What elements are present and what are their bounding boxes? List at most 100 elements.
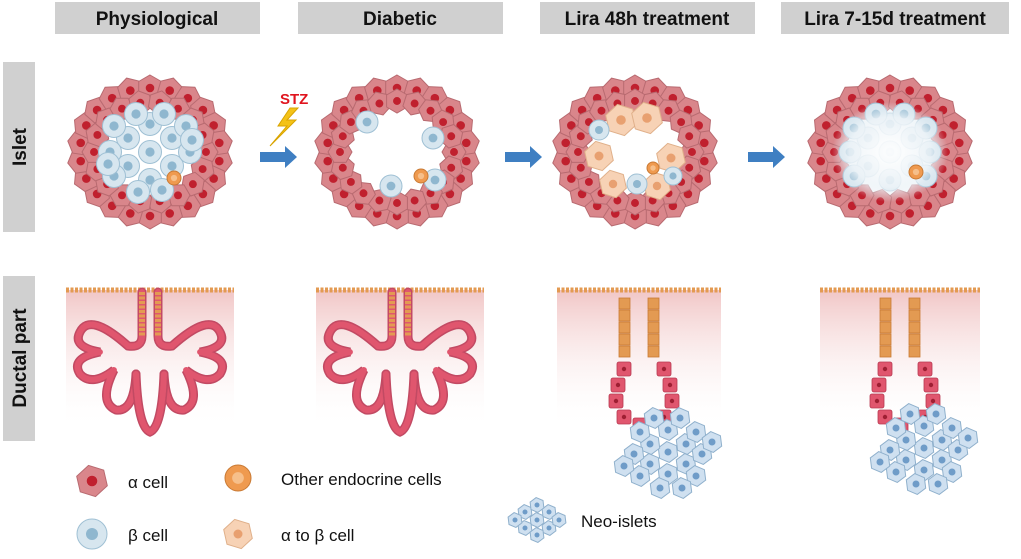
alpha-cell-nucleus [954, 156, 964, 166]
tissue-background [820, 290, 980, 430]
alpha-cell-nucleus [905, 86, 915, 95]
alpha-cell-nucleus [125, 86, 135, 95]
alpha-cell-nucleus [949, 174, 958, 183]
neo-islet-nucleus [902, 436, 910, 444]
duct-stem-cell [879, 309, 892, 322]
alpha-cell-nucleus [816, 138, 826, 148]
duct-stem-cell [879, 297, 892, 310]
duct-stem-cell [618, 309, 631, 322]
neo-islet-nucleus [620, 462, 628, 470]
legend-item-neo-islets: Neo-islets [507, 497, 657, 543]
alpha-cell-nucleus [410, 196, 419, 205]
duct-stem-cell [908, 345, 921, 358]
alpha-cell-nucleus [865, 209, 875, 218]
duct-stem-cell [647, 345, 660, 358]
neo-islet-nucleus [902, 456, 910, 464]
neo-islet-nucleus [932, 410, 940, 418]
beta-cell [421, 126, 445, 150]
budding-cell-nucleus [922, 366, 928, 372]
transition-cell-nucleus [616, 115, 626, 125]
budding-cell-nucleus [621, 366, 627, 372]
alpha-cell-nucleus [375, 99, 384, 108]
duct-stem-cell [879, 345, 892, 358]
islet-lira-7-15d [807, 74, 973, 230]
branched-duct-cells [74, 289, 145, 414]
alpha-cell-nucleus [822, 121, 831, 130]
legend-item-alpha-to-beta: α to β cell [223, 518, 354, 550]
row-label-text: Islet [10, 127, 31, 166]
other-cell-nucleus [417, 172, 425, 180]
alpha-cell-nucleus [576, 163, 585, 172]
neo-islet-cluster [869, 403, 979, 495]
other-cell-nucleus [232, 472, 244, 484]
alpha-cell-nucleus [145, 211, 155, 221]
branched-duct-cells [133, 371, 167, 436]
duct-stem-cell [647, 333, 660, 346]
row-label-ductal: Ductal part [3, 276, 35, 441]
neo-islet-nucleus [664, 448, 672, 456]
budding-cell-nucleus [930, 398, 936, 404]
branched-duct-cells [155, 289, 226, 414]
alpha-cell-nucleus [439, 118, 448, 126]
neo-islet-nucleus [948, 424, 956, 432]
alpha-cell-nucleus [209, 121, 218, 130]
alpha-cell-nucleus [816, 156, 826, 166]
beta-cell-nucleus [167, 161, 177, 171]
alpha-to-beta-cell [631, 101, 663, 135]
budding-cell-nucleus [615, 382, 621, 388]
beta-cell-nucleus [595, 126, 603, 134]
neo-islet-nucleus [650, 414, 658, 422]
neo-islet-nucleus [934, 480, 942, 488]
alpha-cell-nucleus [561, 138, 571, 148]
legend-item-beta-cell: β cell [76, 518, 168, 550]
alpha-cell-nucleus [685, 132, 694, 141]
alpha-cell-nucleus [86, 475, 98, 487]
alpha-cell-nucleus [90, 148, 98, 156]
alpha-cell-nucleus [188, 180, 197, 189]
neo-islet-nucleus [692, 428, 700, 436]
alpha-cell-nucleus [685, 163, 694, 172]
budding-cell-nucleus [667, 382, 673, 388]
neo-islet-nucleus [938, 436, 946, 444]
neo-islet-nucleus [646, 460, 654, 468]
beta-cell [626, 173, 648, 195]
legend-item-other-endocrine: Other endocrine cells [224, 464, 442, 492]
alpha-cell-nucleus [631, 97, 639, 105]
duct-stem-cell [908, 297, 921, 310]
budding-cell-nucleus [882, 414, 888, 420]
neo-islet-nucleus [920, 466, 928, 474]
neo-islet-nucleus [886, 446, 894, 454]
alpha-cell-nucleus [688, 148, 696, 156]
budding-cell-nucleus [928, 382, 934, 388]
alpha-cell-nucleus [118, 191, 126, 200]
budding-cell-nucleus [874, 398, 880, 404]
other-endocrine-cell [224, 464, 252, 492]
neo-islet-nucleus [964, 434, 972, 442]
alpha-cell-nucleus [456, 121, 465, 130]
duct-stem-cell [908, 321, 921, 334]
alpha-cell-nucleus [346, 118, 355, 126]
header-label: Lira 7-15d treatment [804, 9, 986, 30]
ductal-physiological [66, 287, 234, 437]
neo-islet-nucleus [938, 456, 946, 464]
islet-diabetic [314, 74, 480, 230]
alpha-cell-nucleus [699, 138, 709, 148]
alpha-cell-nucleus [576, 132, 585, 141]
ductal-lira-7-15d [820, 287, 980, 495]
row-label-islet: Islet [3, 62, 35, 232]
neo-islet-icon-nucleus [546, 525, 552, 531]
transition-cell-nucleus [608, 179, 618, 189]
header-box [781, 2, 1009, 34]
beta-cell [379, 174, 403, 198]
beta-cell [355, 110, 379, 134]
other-endocrine-cell [646, 161, 660, 175]
alpha-cell-nucleus [76, 138, 86, 148]
neo-islet-nucleus [698, 450, 706, 458]
neo-islet-icon-nucleus [522, 509, 528, 515]
alpha-cell-nucleus [410, 99, 419, 108]
duct-stem-cell [618, 345, 631, 358]
alpha-cell-nucleus [118, 104, 126, 113]
alpha-cell-nucleus [329, 174, 338, 183]
alpha-to-beta-cell [584, 140, 614, 172]
alpha-to-beta-cell [605, 103, 637, 137]
